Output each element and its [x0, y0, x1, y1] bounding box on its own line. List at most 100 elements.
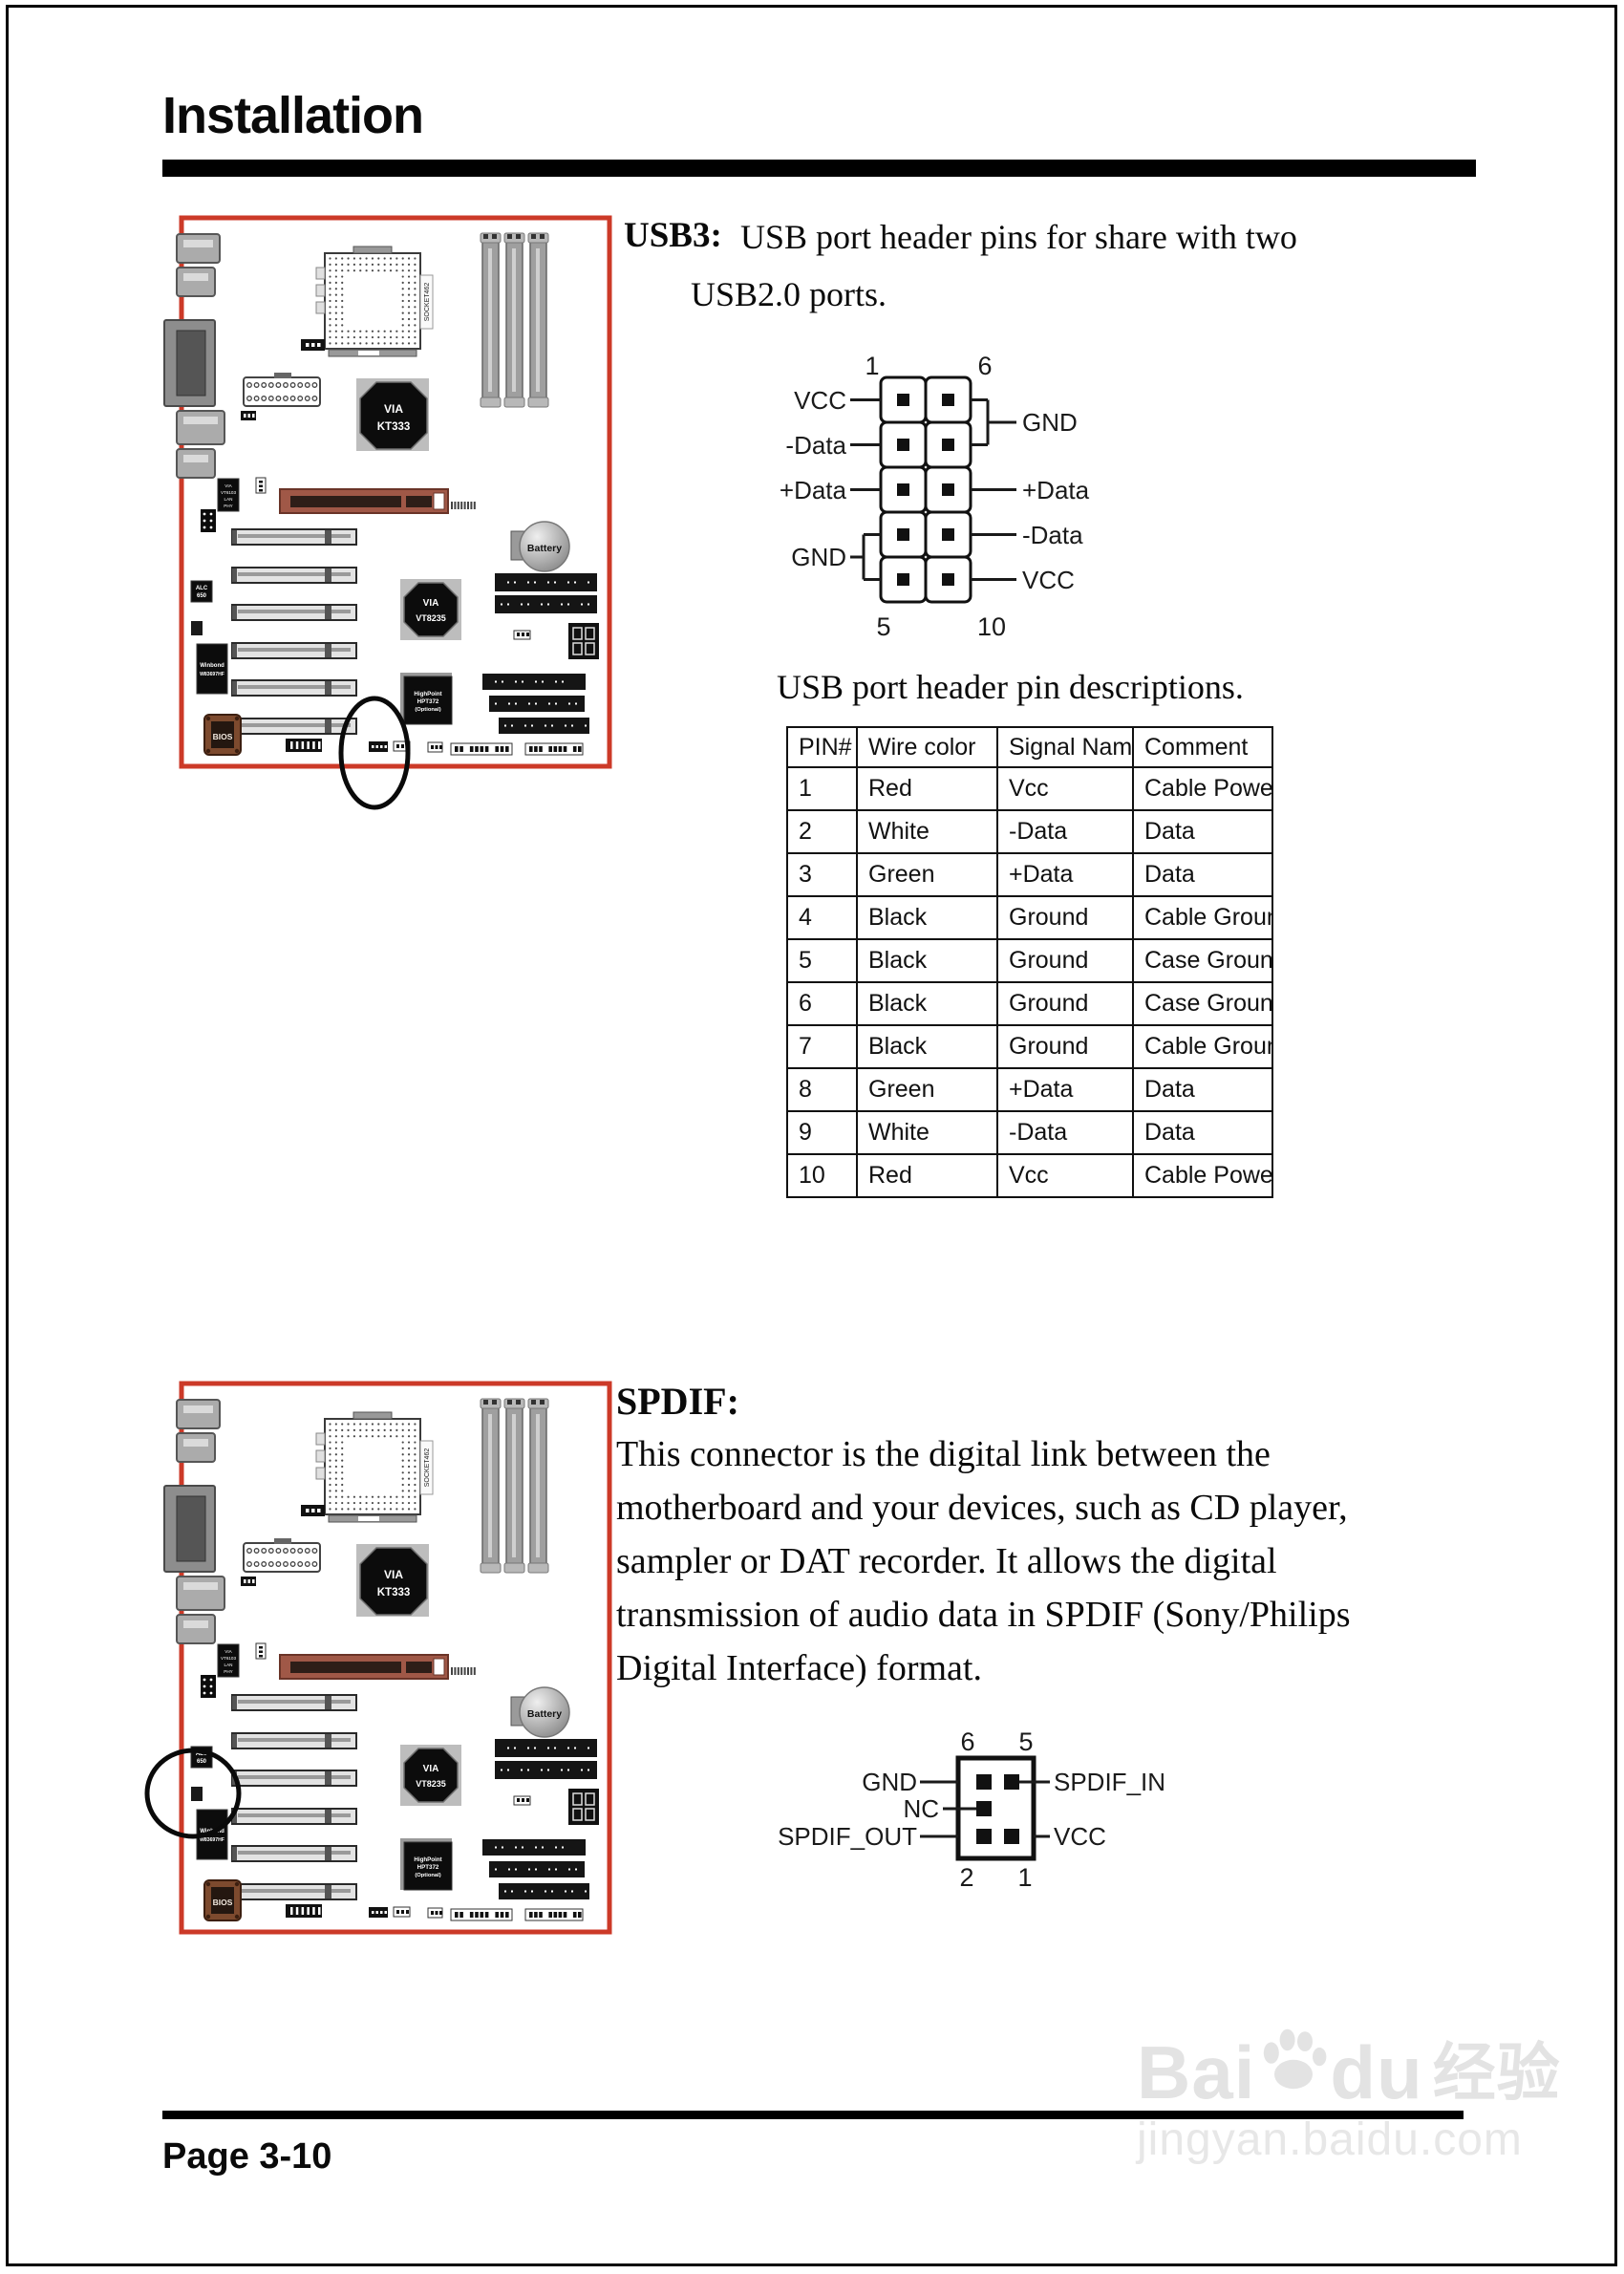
page-title: Installation	[162, 87, 424, 144]
watermark-brand-bai: Bai	[1137, 2030, 1256, 2114]
table-cell: Black	[856, 938, 998, 983]
usb-label-pdata-left: +Data	[780, 476, 847, 504]
table-cell: Black	[856, 981, 998, 1026]
spdif-pin-4	[976, 1801, 992, 1816]
usb3-heading-line1: USB port header pins for share with two	[740, 218, 1297, 256]
spdif-pin-6	[976, 1774, 992, 1790]
usb-label-gnd-left: GND	[791, 543, 846, 571]
table-cell: Red	[856, 766, 998, 811]
spdif-paragraph-line: motherboard and your devices, such as CD…	[616, 1488, 1348, 1528]
table-cell: Green	[856, 1067, 998, 1112]
svg-text:Battery: Battery	[527, 1708, 562, 1720]
watermark-brand-du: du	[1330, 2030, 1423, 2114]
table-cell: Ground	[996, 938, 1134, 983]
table-caption: USB port header pin descriptions.	[777, 668, 1244, 706]
svg-text:ALC: ALC	[196, 586, 208, 591]
table-cell: Cable Ground	[1132, 895, 1273, 940]
spdif-pin-diagram: 6 5 2 1 GND NC SPDIF_OUT SPDIF_IN VCC	[778, 1727, 1165, 1892]
usb-header-grid	[879, 375, 972, 604]
svg-text:BIOS: BIOS	[213, 732, 233, 741]
spdif-label-nc: NC	[903, 1794, 939, 1823]
table-cell: 5	[786, 938, 858, 983]
svg-text:VIA: VIA	[224, 1649, 232, 1654]
watermark-brand-cn: 经验	[1432, 2037, 1561, 2108]
svg-text:W83697HF: W83697HF	[200, 672, 224, 677]
svg-text:HPT372: HPT372	[417, 1864, 439, 1871]
svg-text:VIA: VIA	[384, 1568, 403, 1581]
pin-number-6: 6	[977, 352, 992, 380]
svg-text:Winbond: Winbond	[200, 663, 224, 669]
table-cell: +Data	[996, 1067, 1134, 1112]
col-header-comment: Comment	[1132, 726, 1273, 768]
svg-text:HPT372: HPT372	[417, 698, 439, 705]
table-cell: Data	[1132, 809, 1273, 854]
spdif-number-6: 6	[960, 1727, 974, 1756]
svg-text:LAN: LAN	[224, 497, 233, 502]
usb3-heading-line2: USB2.0 ports.	[691, 275, 887, 313]
pin-number-10: 10	[977, 612, 1006, 641]
usb3-heading-label: USB3:	[624, 216, 722, 255]
col-header-signal-name: Signal Name	[996, 726, 1134, 768]
spdif-label-in: SPDIF_IN	[1054, 1768, 1165, 1796]
spdif-pin-1	[1004, 1829, 1019, 1844]
usb-label-vcc-right: VCC	[1022, 566, 1075, 594]
table-cell: -Data	[996, 1110, 1134, 1155]
svg-text:(Optional): (Optional)	[415, 707, 440, 713]
svg-text:ALC: ALC	[196, 1751, 208, 1757]
svg-text:650: 650	[197, 1759, 207, 1765]
table-cell: Green	[856, 852, 998, 897]
table-cell: 9	[786, 1110, 858, 1155]
table-cell: White	[856, 809, 998, 854]
title-rule-bar	[162, 160, 1476, 177]
table-cell: +Data	[996, 852, 1134, 897]
svg-text:VT8235: VT8235	[416, 1779, 446, 1789]
table-cell: Vcc	[996, 1153, 1134, 1198]
table-cell: Data	[1132, 852, 1273, 897]
table-cell: 10	[786, 1153, 858, 1198]
usb-label-ndata-right: -Data	[1022, 521, 1083, 549]
watermark-url: jingyan.baidu.com	[1137, 2114, 1523, 2165]
svg-text:KT333: KT333	[377, 1587, 411, 1598]
spdif-label-vcc: VCC	[1054, 1822, 1106, 1851]
baidu-watermark: Bai du 经验 jingyan.baidu.com	[1137, 2028, 1561, 2166]
svg-text:LAN: LAN	[224, 1663, 233, 1667]
table-cell: 3	[786, 852, 858, 897]
spdif-pin-2	[976, 1829, 992, 1844]
svg-text:W83697HF: W83697HF	[200, 1837, 224, 1843]
spdif-number-5: 5	[1018, 1727, 1033, 1756]
table-cell: Cable Power	[1132, 1153, 1273, 1198]
paw-icon	[1264, 2028, 1327, 2090]
svg-text:VIA: VIA	[384, 402, 403, 416]
col-header-pin: PIN#	[786, 726, 858, 768]
table-cell: 4	[786, 895, 858, 940]
usb-label-gnd-right: GND	[1022, 408, 1078, 437]
svg-text:SOCKET462: SOCKET462	[424, 1448, 431, 1488]
table-cell: 7	[786, 1024, 858, 1069]
svg-text:Battery: Battery	[527, 543, 562, 554]
svg-text:HighPoint: HighPoint	[414, 1856, 441, 1863]
spdif-paragraph-line: Digital Interface) format.	[616, 1648, 982, 1688]
svg-text:VIA: VIA	[423, 598, 439, 609]
spdif-paragraph-line: transmission of audio data in SPDIF (Son…	[616, 1595, 1351, 1635]
motherboard-diagram: SOCKET462VIAKT333VIAVT6103LANPHYALC650Wi…	[163, 215, 612, 810]
spdif-number-2: 2	[959, 1863, 973, 1892]
spdif-paragraph: This connector is the digital link betwe…	[616, 1427, 1350, 1695]
table-cell: Data	[1132, 1110, 1273, 1155]
table-cell: 8	[786, 1067, 858, 1112]
svg-text:SOCKET462: SOCKET462	[424, 283, 431, 322]
svg-text:VT6103: VT6103	[221, 490, 237, 495]
svg-text:PHY: PHY	[224, 1669, 232, 1674]
spdif-number-1: 1	[1017, 1863, 1032, 1892]
page-border	[6, 5, 1617, 2266]
svg-text:650: 650	[197, 593, 207, 599]
svg-text:VT8235: VT8235	[416, 613, 446, 623]
pin-number-1: 1	[865, 352, 879, 380]
